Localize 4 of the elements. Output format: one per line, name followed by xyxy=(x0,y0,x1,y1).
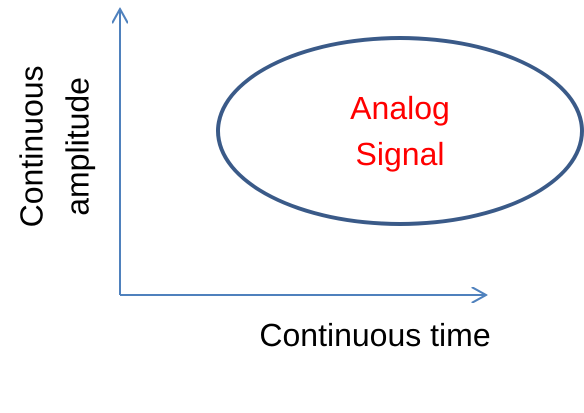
y-axis-label: Continuous amplitude xyxy=(12,64,97,230)
x-axis-label: Continuous time xyxy=(258,316,492,355)
node-label: Analog Signal xyxy=(349,88,451,174)
ellipse-node xyxy=(216,36,584,226)
